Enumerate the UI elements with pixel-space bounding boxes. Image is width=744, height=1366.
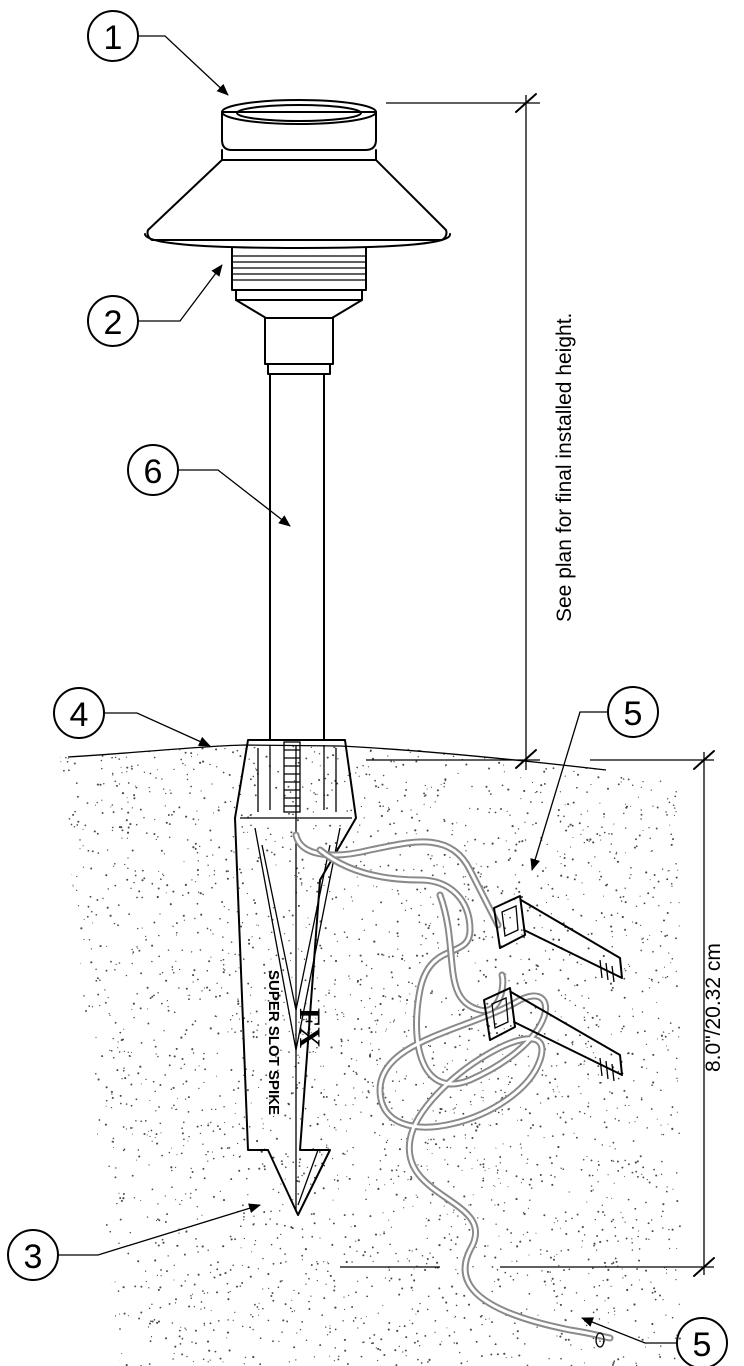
svg-text:5: 5 bbox=[693, 1326, 712, 1364]
svg-text:2: 2 bbox=[104, 304, 123, 342]
callout-1: 1 bbox=[87, 10, 139, 62]
callout-4: 4 bbox=[53, 687, 105, 739]
depth-label: 8.0"/20.32 cm bbox=[702, 943, 725, 1072]
grade-line bbox=[67, 744, 607, 771]
lamp-head bbox=[144, 99, 451, 249]
svg-text:1: 1 bbox=[104, 19, 123, 57]
stem bbox=[269, 373, 325, 741]
brand-logo: FX bbox=[293, 1008, 326, 1048]
callout-leaders bbox=[58, 35, 677, 1344]
wire-connectors bbox=[483, 895, 623, 1082]
depth-dimension: 8.0"/20.32 cm bbox=[340, 750, 725, 1277]
height-note: See plan for final installed height. bbox=[553, 313, 576, 622]
soil-area bbox=[60, 745, 681, 1366]
svg-text:3: 3 bbox=[24, 1238, 43, 1276]
callout-5-top: 5 bbox=[607, 686, 659, 738]
height-dimension: See plan for final installed height. bbox=[366, 93, 576, 770]
callout-6: 6 bbox=[127, 444, 179, 496]
ground-spike: SUPER SLOT SPIKE FX bbox=[234, 739, 357, 1216]
spike-label: SUPER SLOT SPIKE bbox=[265, 970, 282, 1115]
callout-3: 3 bbox=[7, 1229, 59, 1281]
svg-text:5: 5 bbox=[624, 695, 643, 733]
svg-text:6: 6 bbox=[144, 453, 163, 491]
callout-5-bottom: 5 bbox=[676, 1317, 728, 1366]
svg-text:4: 4 bbox=[70, 696, 89, 734]
callout-2: 2 bbox=[87, 295, 139, 347]
wire-leads bbox=[292, 831, 614, 1348]
threaded-collar bbox=[231, 247, 367, 375]
